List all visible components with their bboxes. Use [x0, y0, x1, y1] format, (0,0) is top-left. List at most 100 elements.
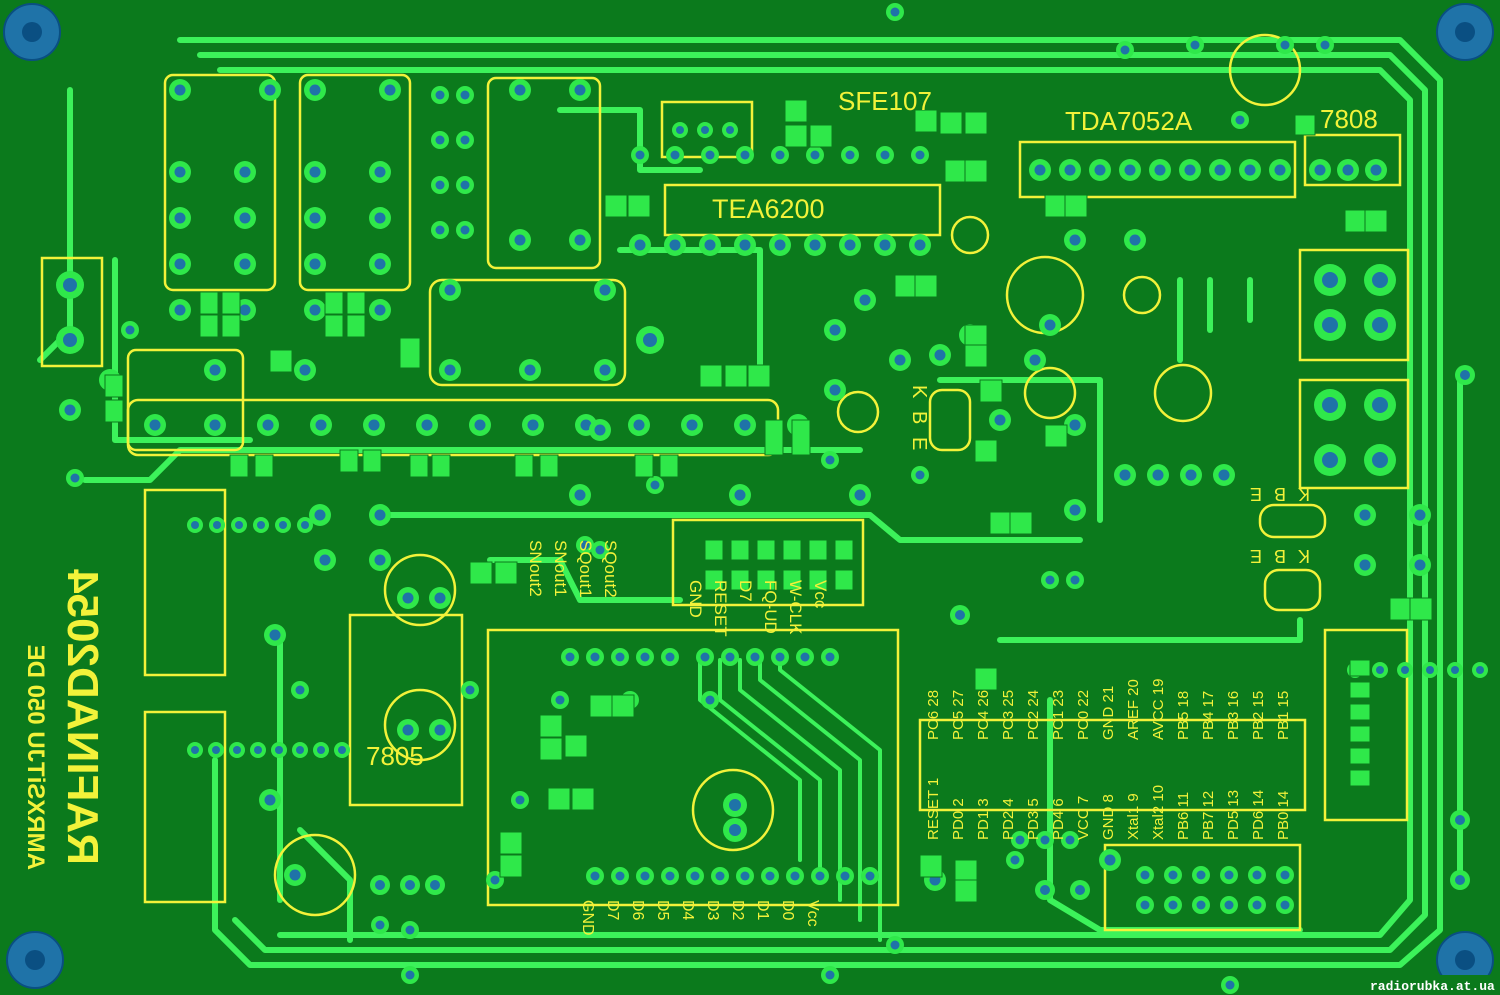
pad	[1472, 662, 1488, 678]
smd-pad	[944, 159, 968, 183]
pad	[313, 742, 329, 758]
pad	[591, 541, 609, 559]
pad	[1099, 849, 1121, 871]
pad	[169, 79, 191, 101]
pad	[253, 517, 269, 533]
pad	[796, 648, 814, 666]
label-tea6200: TEA6200	[712, 194, 825, 224]
pad	[551, 691, 569, 709]
pad	[1276, 896, 1294, 914]
pad	[1220, 896, 1238, 914]
pad	[169, 161, 191, 183]
pad	[1364, 444, 1396, 476]
smd-pad	[539, 737, 563, 761]
pad	[1269, 159, 1291, 181]
pad	[431, 86, 449, 104]
smd-pad	[1344, 209, 1368, 233]
pad	[304, 79, 326, 101]
smd-pad	[782, 569, 802, 591]
pad	[1337, 159, 1359, 181]
pad	[886, 3, 904, 21]
pad	[950, 605, 970, 625]
pad	[509, 79, 531, 101]
smd-pad	[589, 694, 613, 718]
smd-pad	[494, 561, 518, 585]
pad	[1354, 504, 1376, 526]
pad	[431, 221, 449, 239]
label-tda7052a: TDA7052A	[1065, 106, 1193, 136]
pad	[1239, 159, 1261, 181]
mcu-pin-label: PB7 12	[1200, 791, 1217, 840]
pad	[586, 648, 604, 666]
pad	[439, 359, 461, 381]
smd-pad	[1409, 597, 1433, 621]
pad	[369, 299, 391, 321]
pad	[1316, 36, 1334, 54]
smd-pad	[499, 854, 523, 878]
pad	[636, 648, 654, 666]
pad	[1089, 159, 1111, 181]
pad	[511, 791, 529, 809]
smd-pad	[339, 449, 359, 473]
pad	[746, 648, 764, 666]
smd-pad	[254, 454, 274, 478]
lcd-signal-label: FQ-UD	[761, 580, 780, 634]
mcu-pin-label: PB1 15	[1275, 691, 1292, 740]
pad	[736, 146, 754, 164]
pad	[594, 279, 616, 301]
watermark: radiorubka.at.ua	[1370, 979, 1495, 994]
smd-pad	[1349, 769, 1371, 787]
mcu-pin-label: Xtal2 10	[1150, 785, 1167, 840]
pad	[786, 867, 804, 885]
pad	[416, 414, 438, 436]
pad	[1059, 159, 1081, 181]
pad	[187, 742, 203, 758]
smd-pad	[756, 569, 776, 591]
smd-pad	[627, 194, 651, 218]
lcd-signal-label: D7	[736, 580, 755, 602]
pad	[369, 207, 391, 229]
lcd-signal-label: SQout2	[601, 540, 620, 598]
smd-pad	[324, 314, 344, 338]
smd-pad	[346, 314, 366, 338]
smd-pad	[229, 454, 249, 478]
pad	[1179, 159, 1201, 181]
pad	[911, 466, 929, 484]
pad	[208, 742, 224, 758]
pad	[379, 79, 401, 101]
smd-pad	[1349, 747, 1371, 765]
pad	[169, 253, 191, 275]
smd-pad	[704, 539, 724, 561]
pad	[699, 234, 721, 256]
smd-pad	[611, 694, 635, 718]
pad	[1114, 464, 1136, 486]
smd-pad	[782, 539, 802, 561]
smd-pad	[974, 439, 998, 463]
smd-pad	[324, 291, 344, 315]
smd-pad	[784, 99, 808, 123]
mcu-pin-label: PB6 11	[1175, 792, 1192, 840]
pad	[250, 742, 266, 758]
pad	[1029, 159, 1051, 181]
smd-pad	[894, 274, 918, 298]
pad	[1364, 264, 1396, 296]
pad	[456, 131, 474, 149]
pad	[841, 146, 859, 164]
pad	[586, 867, 604, 885]
transistor-pin-letter: B	[1274, 484, 1286, 504]
smd-pad	[939, 111, 963, 135]
pad	[1116, 41, 1134, 59]
pad	[259, 79, 281, 101]
mcu-pin-label: PB0 14	[1275, 791, 1292, 840]
pad	[911, 146, 929, 164]
pad	[1186, 36, 1204, 54]
pad	[1397, 662, 1413, 678]
smd-pad	[964, 111, 988, 135]
mcu-pin-label: PC3 25	[1000, 690, 1017, 740]
mcu-pin-label: Xtal1 9	[1125, 793, 1142, 840]
pad	[821, 451, 839, 469]
pad	[297, 517, 313, 533]
pad	[397, 587, 419, 609]
pad	[824, 319, 846, 341]
smd-pad	[834, 569, 854, 591]
